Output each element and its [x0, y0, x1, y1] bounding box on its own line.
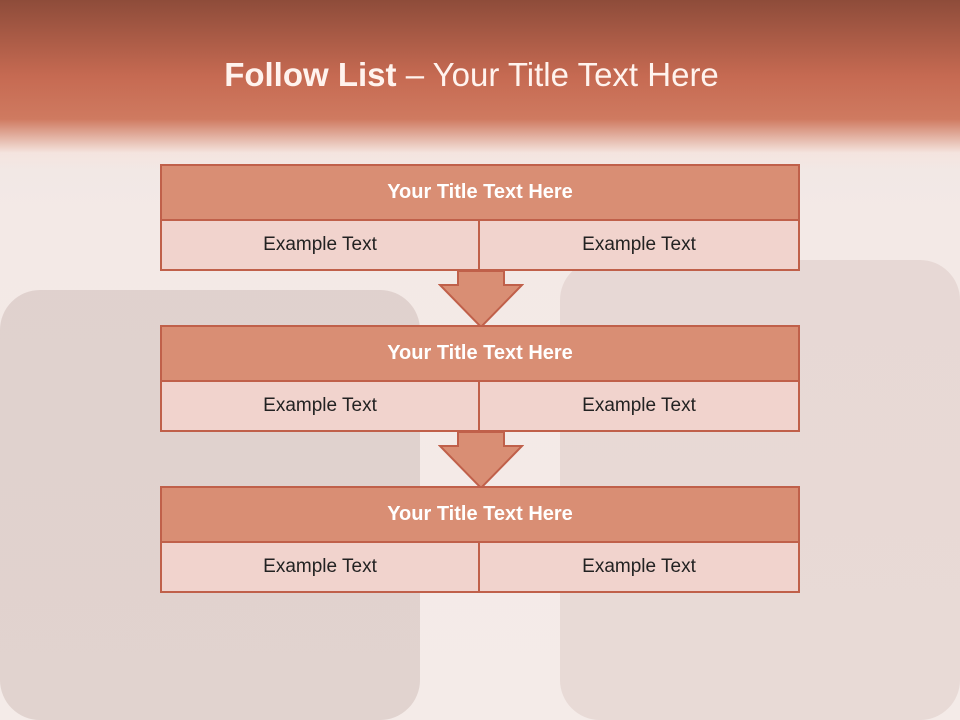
block-title: Your Title Text Here — [160, 164, 800, 221]
block-row: Example Text Example Text — [160, 221, 800, 271]
block-row: Example Text Example Text — [160, 382, 800, 432]
block-cell-left: Example Text — [160, 543, 480, 593]
block-cell-left: Example Text — [160, 382, 480, 432]
down-arrow-2 — [438, 432, 524, 490]
block-cell-right: Example Text — [480, 221, 800, 271]
page-title-rest: – Your Title Text Here — [396, 56, 719, 93]
header-band — [0, 0, 960, 170]
block-title: Your Title Text Here — [160, 486, 800, 543]
page-title-bold: Follow List — [224, 56, 397, 93]
down-arrow-1 — [438, 271, 524, 329]
list-block-2: Your Title Text Here Example Text Exampl… — [160, 325, 800, 432]
page-title: Follow List – Your Title Text Here — [0, 56, 943, 94]
list-block-3: Your Title Text Here Example Text Exampl… — [160, 486, 800, 593]
block-cell-left: Example Text — [160, 221, 480, 271]
block-cell-right: Example Text — [480, 543, 800, 593]
block-title: Your Title Text Here — [160, 325, 800, 382]
block-cell-right: Example Text — [480, 382, 800, 432]
list-block-1: Your Title Text Here Example Text Exampl… — [160, 164, 800, 271]
block-row: Example Text Example Text — [160, 543, 800, 593]
